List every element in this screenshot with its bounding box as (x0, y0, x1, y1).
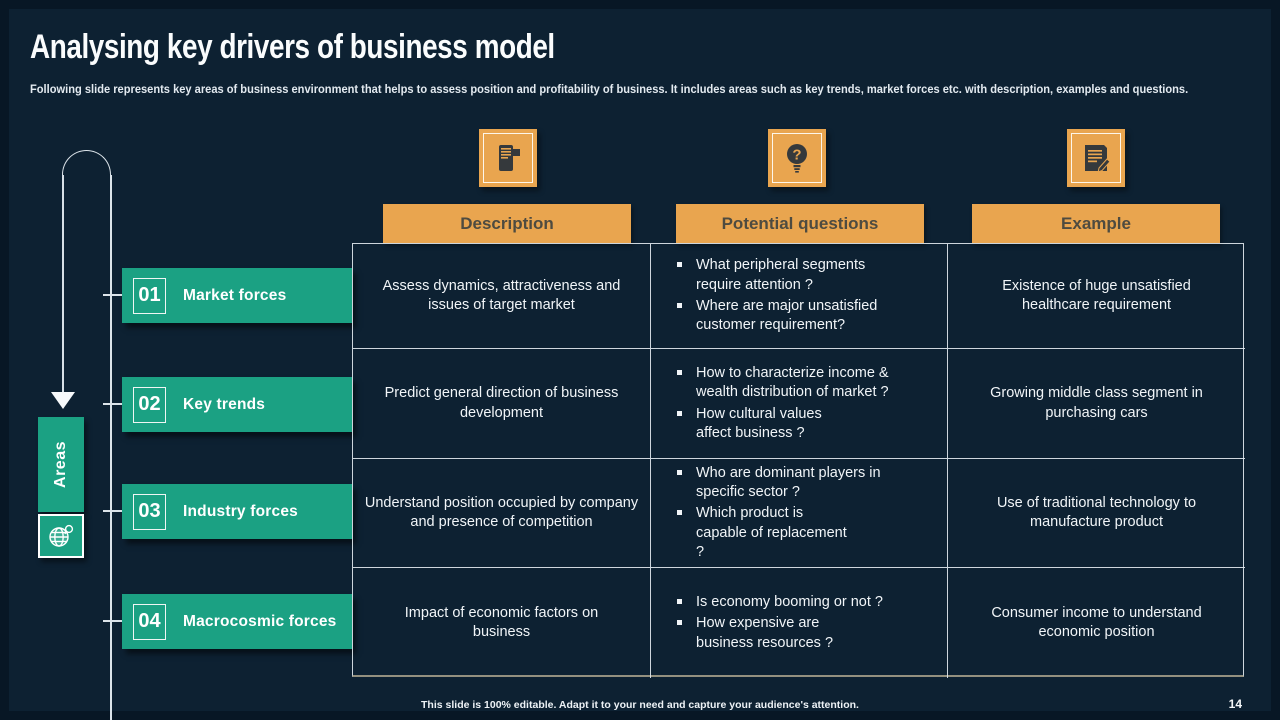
bullet-square-icon (677, 620, 682, 626)
bullet-square-icon (677, 510, 682, 516)
bullet-square-icon (677, 410, 682, 416)
row-label-key-trends: 02 Key trends (122, 377, 352, 432)
question-item: Where are major unsatisfied customer req… (675, 297, 893, 336)
questions-cell: Who are dominant players in specific sec… (651, 459, 948, 568)
globe-search-icon (38, 514, 84, 558)
example-cell: Consumer income to understand economic p… (948, 568, 1245, 678)
question-item: What peripheral segments require attenti… (675, 256, 893, 295)
description-cell: Understand position occupied by company … (353, 459, 651, 568)
column-header-description: Description (383, 204, 631, 243)
column-header-potential-questions: Potential questions (676, 204, 924, 243)
bullet-square-icon (677, 303, 682, 308)
questions-cell: How to characterize income & wealth dist… (651, 349, 948, 459)
icon-inner-border (1071, 133, 1121, 183)
row-label-macrocosmic-forces: 04 Macrocosmic forces (122, 594, 352, 649)
areas-label-box: Areas (38, 417, 84, 512)
row-number: 04 (133, 603, 166, 640)
down-arrow-icon (51, 392, 75, 409)
row-label-industry-forces: 03 Industry forces (122, 484, 352, 539)
row-label-text: Key trends (183, 395, 266, 413)
description-cell: Predict general direction of business de… (353, 349, 651, 459)
description-text: Understand position occupied by company … (364, 494, 639, 530)
report-phone-icon (479, 129, 537, 187)
description-text: Predict general direction of business de… (384, 385, 619, 421)
slide-subtitle: Following slide represents key areas of … (30, 84, 1189, 96)
questions-cell: What peripheral segments require attenti… (651, 244, 948, 349)
row-label-text: Macrocosmic forces (183, 612, 337, 630)
example-cell: Growing middle class segment in purchasi… (948, 349, 1245, 459)
question-item: Who are dominant players in specific sec… (675, 464, 881, 503)
row-number: 02 (133, 386, 166, 423)
bullet-square-icon (677, 599, 682, 605)
questions-cell: Is economy booming or not ? How expensiv… (651, 568, 948, 678)
bullet-square-icon (677, 369, 682, 375)
footer-note: This slide is 100% editable. Adapt it to… (421, 699, 859, 711)
row-label-text: Industry forces (183, 502, 298, 520)
question-bulb-icon: ? (768, 129, 826, 187)
description-cell: Impact of economic factors on business (353, 568, 651, 678)
content-table: Assess dynamics, attractiveness and issu… (352, 243, 1245, 678)
question-item: How expensive are business resources ? (675, 614, 883, 653)
question-item: How cultural values affect business ? (675, 405, 893, 444)
areas-label: Areas (52, 441, 69, 488)
svg-text:?: ? (792, 147, 801, 164)
example-text: Existence of huge unsatisfied healthcare… (1002, 277, 1191, 313)
example-text: Growing middle class segment in purchasi… (990, 385, 1203, 421)
flow-arc-line (62, 150, 111, 176)
row-connector-tick (103, 510, 122, 512)
question-item: Which product is capable of replacement … (675, 504, 881, 562)
question-item: Is economy booming or not ? (675, 593, 883, 612)
icon-inner-border (483, 133, 533, 183)
example-text: Consumer income to understand economic p… (991, 604, 1202, 640)
description-text: Assess dynamics, attractiveness and issu… (382, 277, 621, 313)
notes-pencil-icon (1067, 129, 1125, 187)
example-cell: Existence of huge unsatisfied healthcare… (948, 244, 1245, 349)
row-number: 03 (133, 493, 166, 530)
flow-line-left (62, 175, 64, 393)
bullet-square-icon (677, 262, 682, 268)
row-label-market-forces: 01 Market forces (122, 268, 352, 323)
bullet-square-icon (677, 469, 682, 475)
column-header-example: Example (972, 204, 1220, 243)
row-connector-tick (103, 620, 122, 622)
flow-line-right (110, 175, 112, 720)
question-item: How to characterize income & wealth dist… (675, 364, 893, 403)
icon-inner-border (772, 133, 822, 183)
row-connector-tick (103, 403, 122, 405)
example-text: Use of traditional technology to manufac… (996, 494, 1197, 530)
page-number: 14 (1228, 697, 1242, 711)
description-text: Impact of economic factors on business (404, 604, 599, 640)
row-connector-tick (103, 294, 122, 296)
example-cell: Use of traditional technology to manufac… (948, 459, 1245, 568)
row-number: 01 (133, 277, 166, 314)
description-cell: Assess dynamics, attractiveness and issu… (353, 244, 651, 349)
page-title: Analysing key drivers of business model (30, 28, 555, 66)
row-label-text: Market forces (183, 286, 287, 304)
